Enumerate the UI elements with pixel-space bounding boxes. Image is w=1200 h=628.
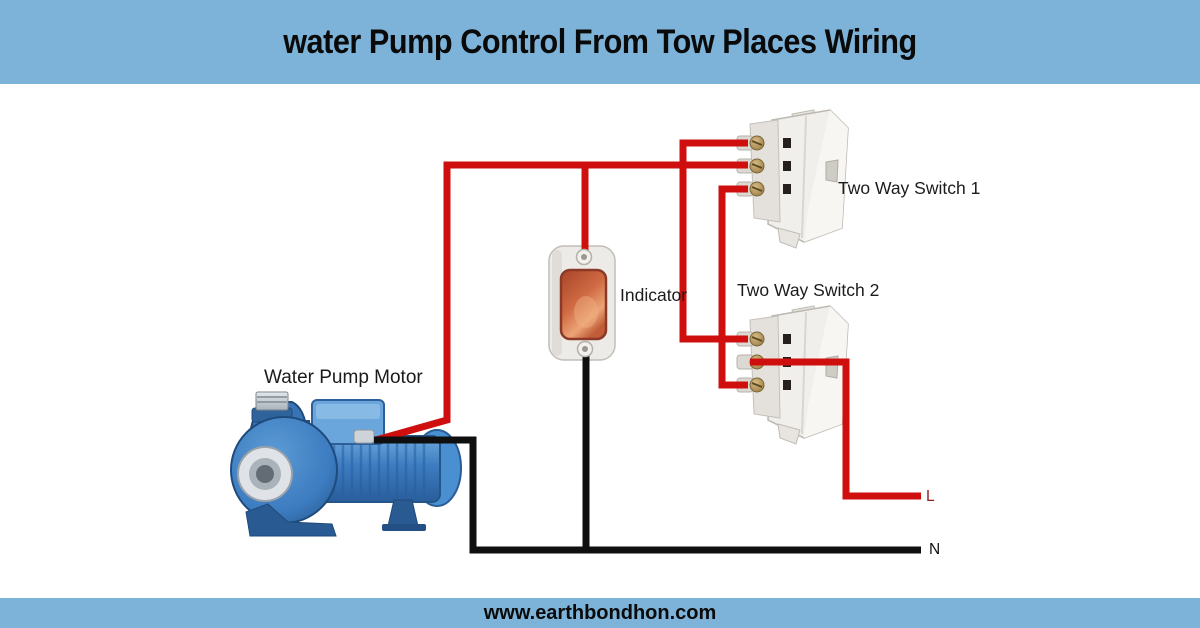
- label-two-way-switch-2: Two Way Switch 2: [737, 280, 880, 300]
- live-wire-pump-feed: [375, 161, 748, 444]
- website-url: www.earthbondhon.com: [483, 601, 717, 624]
- live-wire-traveler-1: [679, 139, 748, 343]
- live-wire-to-line-terminal: [750, 358, 921, 500]
- water-pump-motor-image: [230, 391, 462, 537]
- two-way-switch-2-image: [736, 305, 849, 445]
- two-way-switch-1-image: [736, 109, 849, 249]
- label-indicator: Indicator: [620, 285, 688, 305]
- page-title: water Pump Control From Tow Places Wirin…: [283, 22, 917, 61]
- header-bar: water Pump Control From Tow Places Wirin…: [0, 0, 1200, 84]
- label-two-way-switch-1: Two Way Switch 1: [838, 178, 981, 198]
- label-water-pump-motor: Water Pump Motor: [264, 367, 423, 388]
- wires: [374, 139, 921, 554]
- label-line-terminal: L: [926, 488, 935, 505]
- neutral-wire-main: [374, 436, 921, 554]
- indicator-screw-terminals: [575, 248, 594, 358]
- live-wire-traveler-2: [718, 185, 748, 389]
- label-neutral-terminal: N: [929, 541, 941, 558]
- footer-bar: www.earthbondhon.com: [0, 598, 1200, 628]
